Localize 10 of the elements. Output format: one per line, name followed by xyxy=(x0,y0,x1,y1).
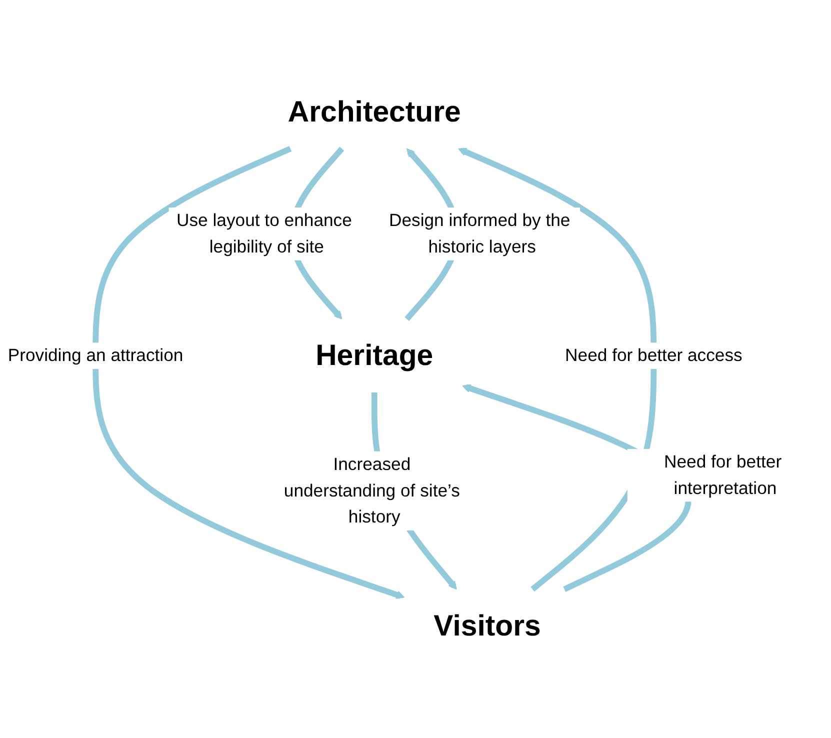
arrow xyxy=(458,148,657,592)
edge-label: Increased understanding of site’s history xyxy=(284,454,460,527)
edge-label: Need for better interpretation xyxy=(664,452,782,498)
node-text: Visitors xyxy=(434,610,541,642)
node-text: Architecture xyxy=(288,96,461,128)
edge-label: Need for better access xyxy=(565,346,742,366)
edge-label: Use layout to enhance legibility of site xyxy=(176,210,352,256)
node-text: Heritage xyxy=(316,340,434,372)
edge-label: Design informed by the historic layers xyxy=(388,210,570,256)
edge-label: Providing an attraction xyxy=(8,346,184,366)
